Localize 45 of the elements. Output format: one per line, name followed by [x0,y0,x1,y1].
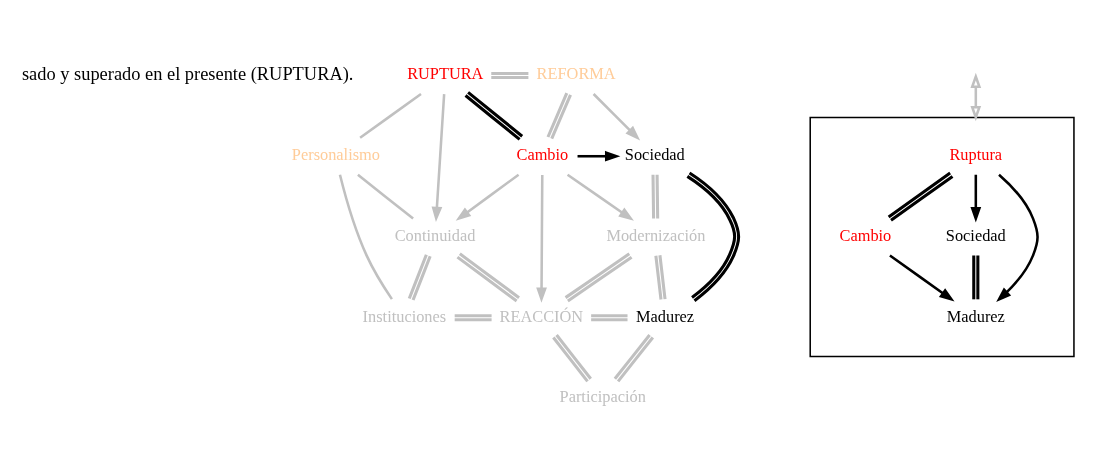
connector [887,171,954,222]
node-text: Ruptura [949,145,1003,165]
node-text: REACCIÓN [499,306,584,326]
connector [491,71,529,80]
arrow [566,173,634,221]
connector [359,92,422,139]
node-text: RUPTURA [407,64,484,84]
node-text: Personalismo [291,145,380,165]
connector [338,174,393,300]
arrow [577,150,621,162]
connector [407,254,432,301]
connector [591,314,628,322]
connector [546,92,572,140]
arrow [996,173,1039,302]
connector [552,334,592,383]
connector [654,255,667,300]
label: sado y superado en el presente (RUPTURA). [21,63,354,84]
node-text: Sociedad [945,225,1006,245]
arrow [970,72,982,122]
arrow [536,174,547,303]
arrow [431,94,446,223]
node-text: Madurez [946,306,1005,326]
connector [454,314,492,322]
connector [564,252,633,303]
node-text: Cambio [516,145,569,165]
connector [651,174,660,219]
arrow [889,254,955,302]
arrow [455,173,520,221]
connector [464,91,524,141]
cluster [809,116,1075,358]
node-text: Sociedad [624,145,685,165]
connector [972,255,980,300]
node-text: Continuidad [394,225,476,245]
arrow [592,93,641,141]
arrow [970,174,982,223]
node-text: Cambio [839,225,892,245]
node-text: Modernización [606,225,706,245]
connector [357,173,414,220]
connector [613,334,655,383]
connector [686,171,741,302]
connector [456,252,520,303]
node-text: Instituciones [362,306,447,326]
node-text: REFORMA [536,64,616,84]
node-text: Participación [559,387,646,407]
node-text: Madurez [636,306,695,326]
